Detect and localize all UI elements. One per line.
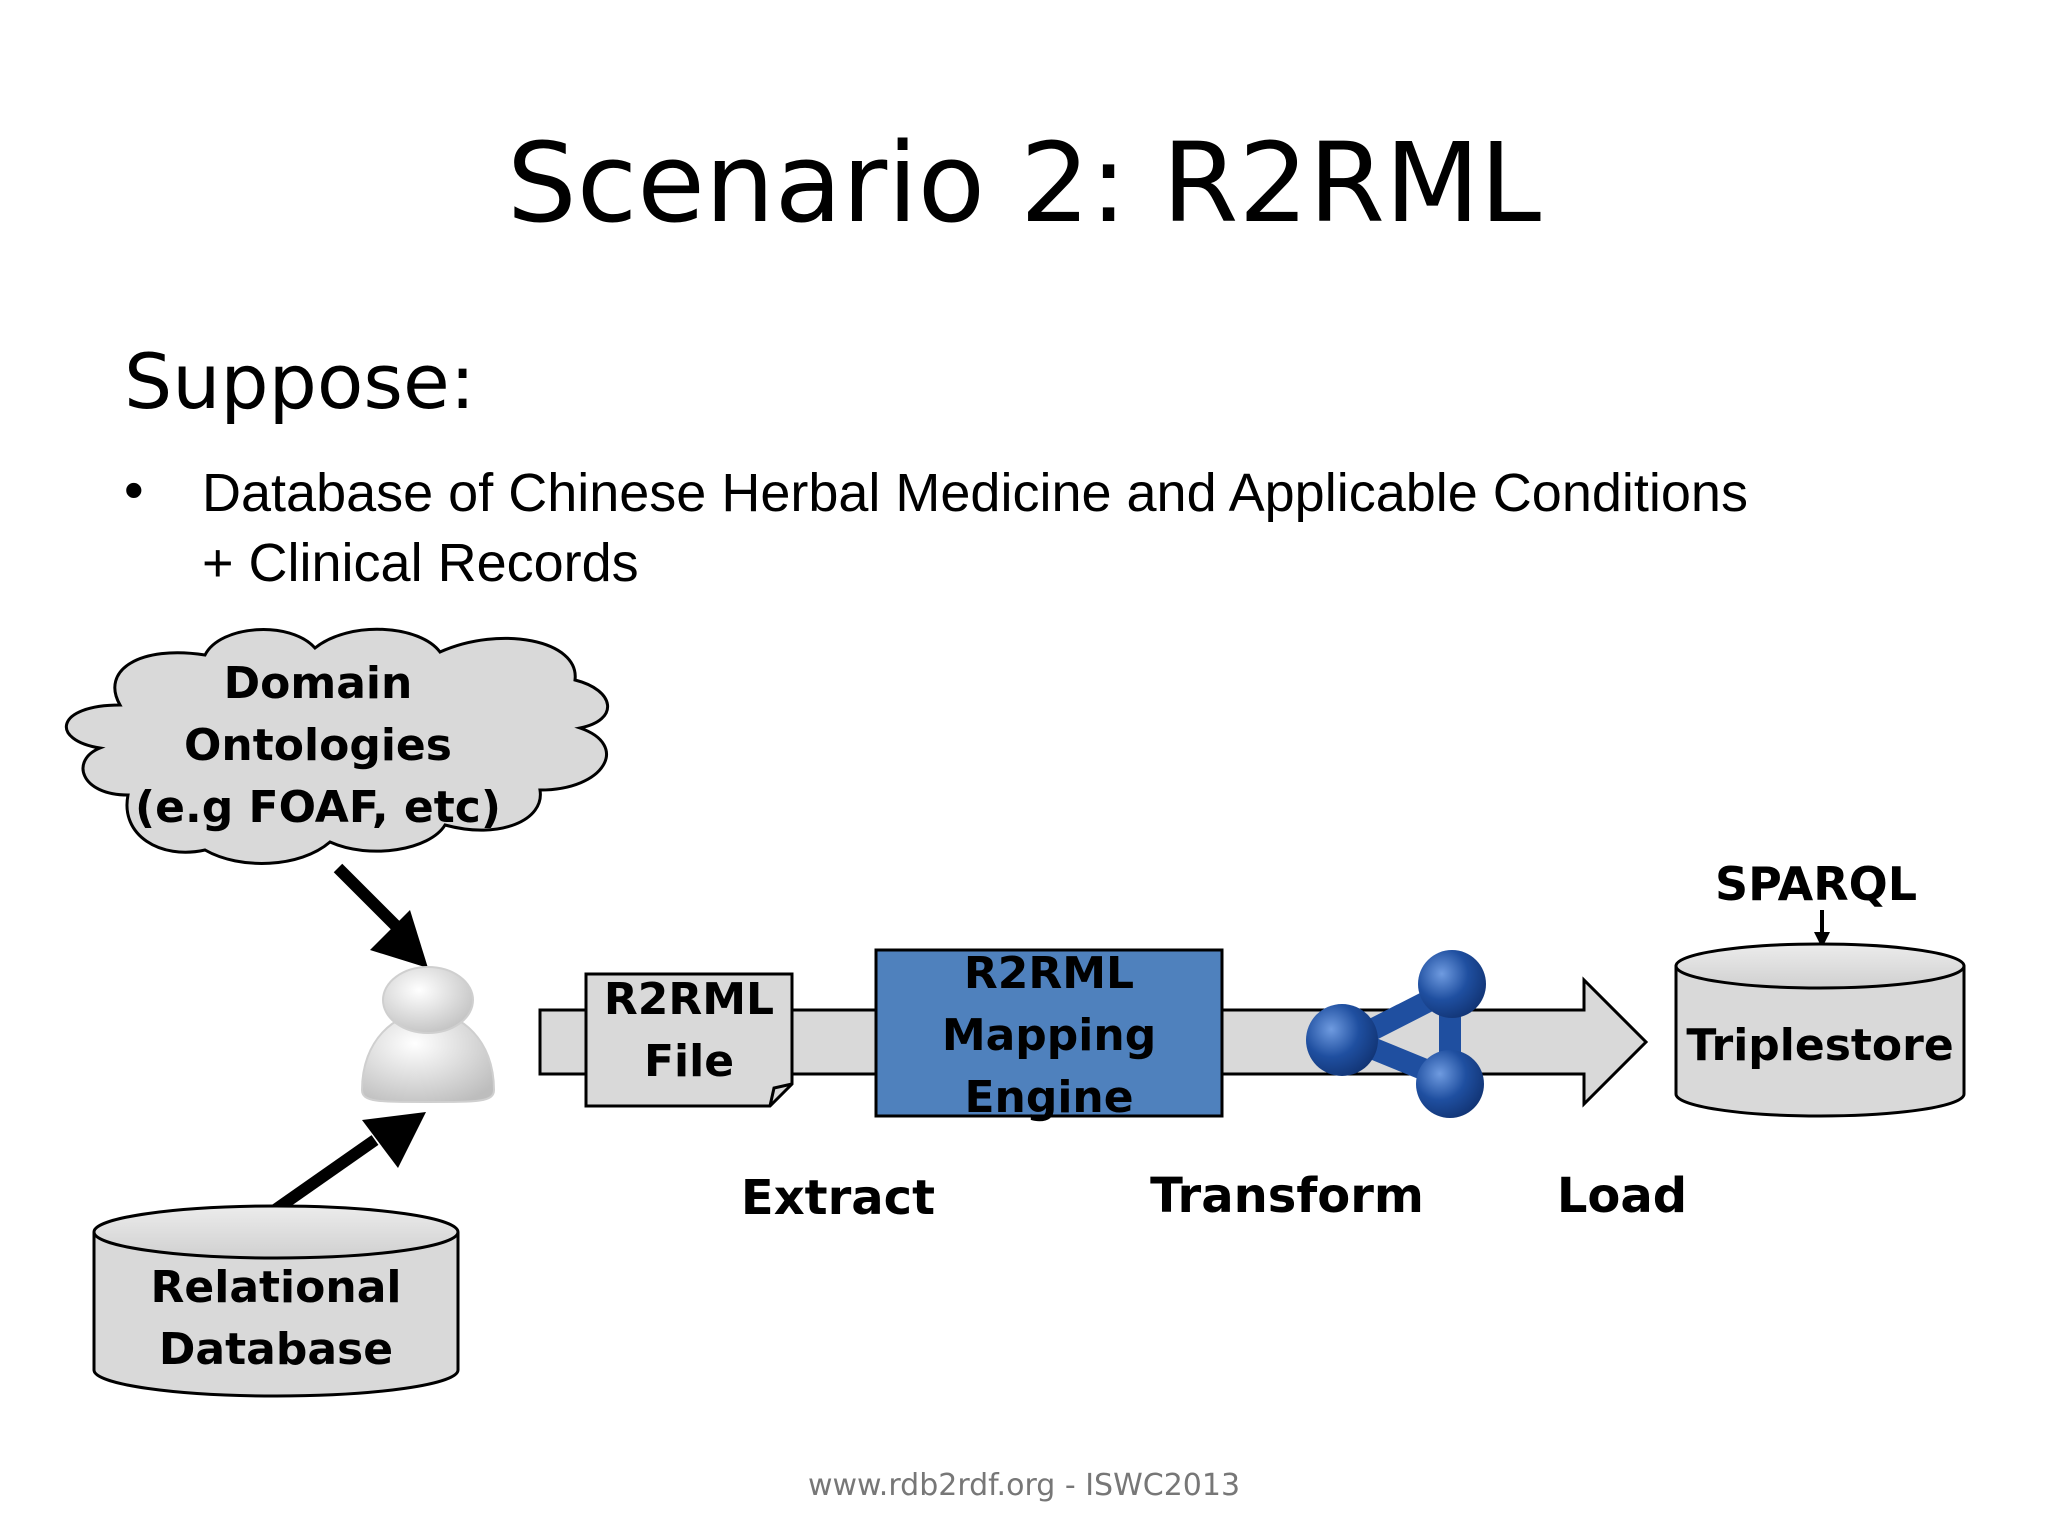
engine-line-2: Mapping — [942, 1010, 1156, 1061]
db-to-user-arrow — [271, 1112, 426, 1215]
slide-title: Scenario 2: R2RML — [506, 119, 1542, 247]
cloud-to-user-arrow — [333, 863, 428, 968]
r2rml-file-line-1: R2RML — [604, 974, 774, 1025]
sparql-arrow — [1814, 910, 1830, 948]
engine-line-1: R2RML — [964, 948, 1134, 999]
r2rml-mapping-engine-box: R2RML Mapping Engine — [874, 948, 1224, 1123]
suppose-heading: Suppose: — [124, 337, 476, 426]
r2rml-file-document: R2RML File — [584, 972, 794, 1108]
rdf-logo-icon — [1306, 950, 1486, 1118]
user-icon — [360, 966, 496, 1103]
relational-db-line-2: Database — [159, 1324, 393, 1375]
bullet-text: Database of Chinese Herbal Medicine and … — [202, 458, 1982, 598]
bullet-line-1: Database of Chinese Herbal Medicine and … — [202, 463, 1748, 523]
bullet-marker: • — [124, 458, 144, 521]
sparql-label: SPARQL — [1715, 857, 1917, 911]
cloud-line-2: Ontologies — [184, 720, 452, 771]
bullet-line-2: + Clinical Records — [202, 533, 639, 593]
cloud-line-1: Domain — [224, 658, 413, 709]
stage-transform: Transform — [1150, 1168, 1424, 1224]
relational-database-cylinder: Relational Database — [92, 1204, 460, 1398]
footer-credit: www.rdb2rdf.org - ISWC2013 — [807, 1468, 1241, 1503]
domain-ontologies-cloud: Domain Ontologies (e.g FOAF, etc) — [64, 627, 610, 865]
triplestore-cylinder: Triplestore — [1674, 942, 1966, 1118]
r2rml-file-line-2: File — [644, 1036, 734, 1087]
stage-extract: Extract — [741, 1170, 935, 1226]
engine-line-3: Engine — [964, 1072, 1133, 1123]
stage-load: Load — [1557, 1168, 1687, 1224]
cloud-line-3: (e.g FOAF, etc) — [135, 782, 501, 833]
relational-db-line-1: Relational — [151, 1262, 402, 1313]
triplestore-label: Triplestore — [1686, 1020, 1953, 1071]
